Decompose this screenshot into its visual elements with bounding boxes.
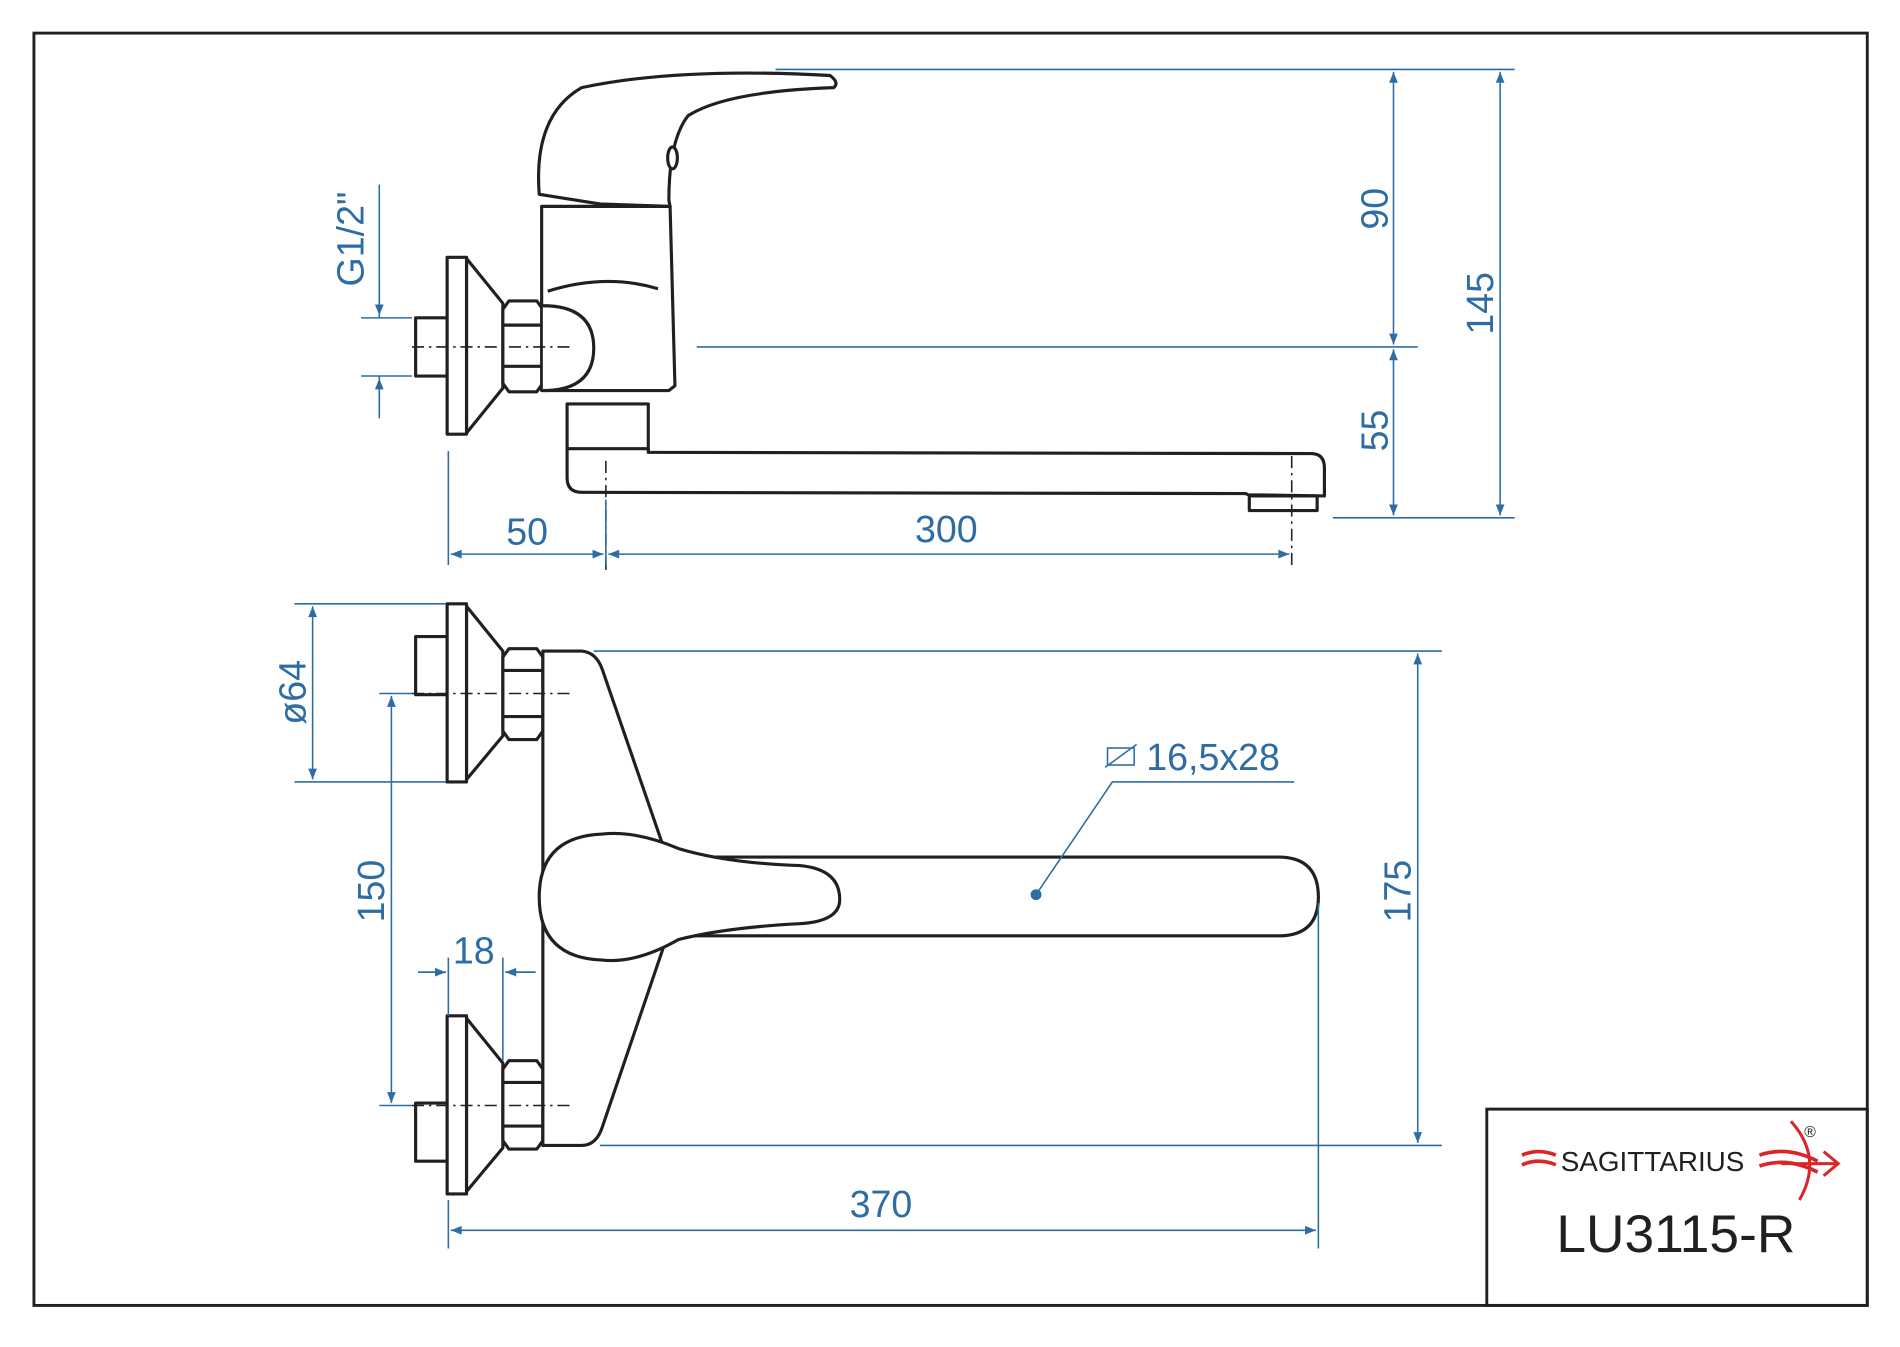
wall-flange: [445, 255, 469, 436]
spout-collar: [565, 402, 650, 452]
dim-50: 50: [506, 510, 548, 552]
inlet-pipe-upper: [414, 634, 449, 697]
section-leader: [1035, 781, 1295, 896]
dim-55: 55: [1353, 410, 1395, 452]
wall-flange-cone: [464, 256, 505, 435]
registered-mark: ®: [1804, 1124, 1816, 1141]
lever-top: [537, 831, 842, 963]
lever-handle: [537, 71, 838, 208]
dim-spout-section: 16,5x28: [1146, 736, 1280, 778]
rectangular-section-icon: [1104, 743, 1138, 769]
brand-logo: SAGITTARIUS ®: [1521, 1120, 1841, 1201]
side-view: 90 145 55 50 300 G1/2": [330, 68, 1515, 570]
hex-nut-lower: [501, 1059, 545, 1151]
spout-aerator: [1247, 494, 1319, 513]
body-groove: [547, 279, 659, 293]
dim-diameter-64: ø64: [271, 660, 313, 725]
coupling: [542, 304, 596, 393]
dim-thread: G1/2": [330, 192, 372, 287]
dim-370: 370: [850, 1183, 913, 1225]
spout: [565, 447, 1327, 498]
dim-175: 175: [1376, 860, 1418, 923]
brand-name: SAGITTARIUS: [1561, 1146, 1745, 1177]
dim-90: 90: [1353, 188, 1395, 230]
dim-150: 150: [350, 860, 392, 923]
top-view: ø64 150 18 175 370 16,5x28: [271, 602, 1442, 1249]
dim-18: 18: [453, 930, 495, 972]
hex-nut: [501, 299, 545, 394]
title-block: SAGITTARIUS ® LU3115-R: [1485, 1107, 1869, 1307]
dim-300: 300: [915, 508, 978, 550]
handle-pivot: [666, 145, 679, 171]
model-number: LU3115-R: [1556, 1205, 1795, 1264]
inlet-pipe-lower: [414, 1101, 449, 1163]
dim-145: 145: [1459, 272, 1501, 335]
drawing-border: [32, 31, 1869, 1307]
